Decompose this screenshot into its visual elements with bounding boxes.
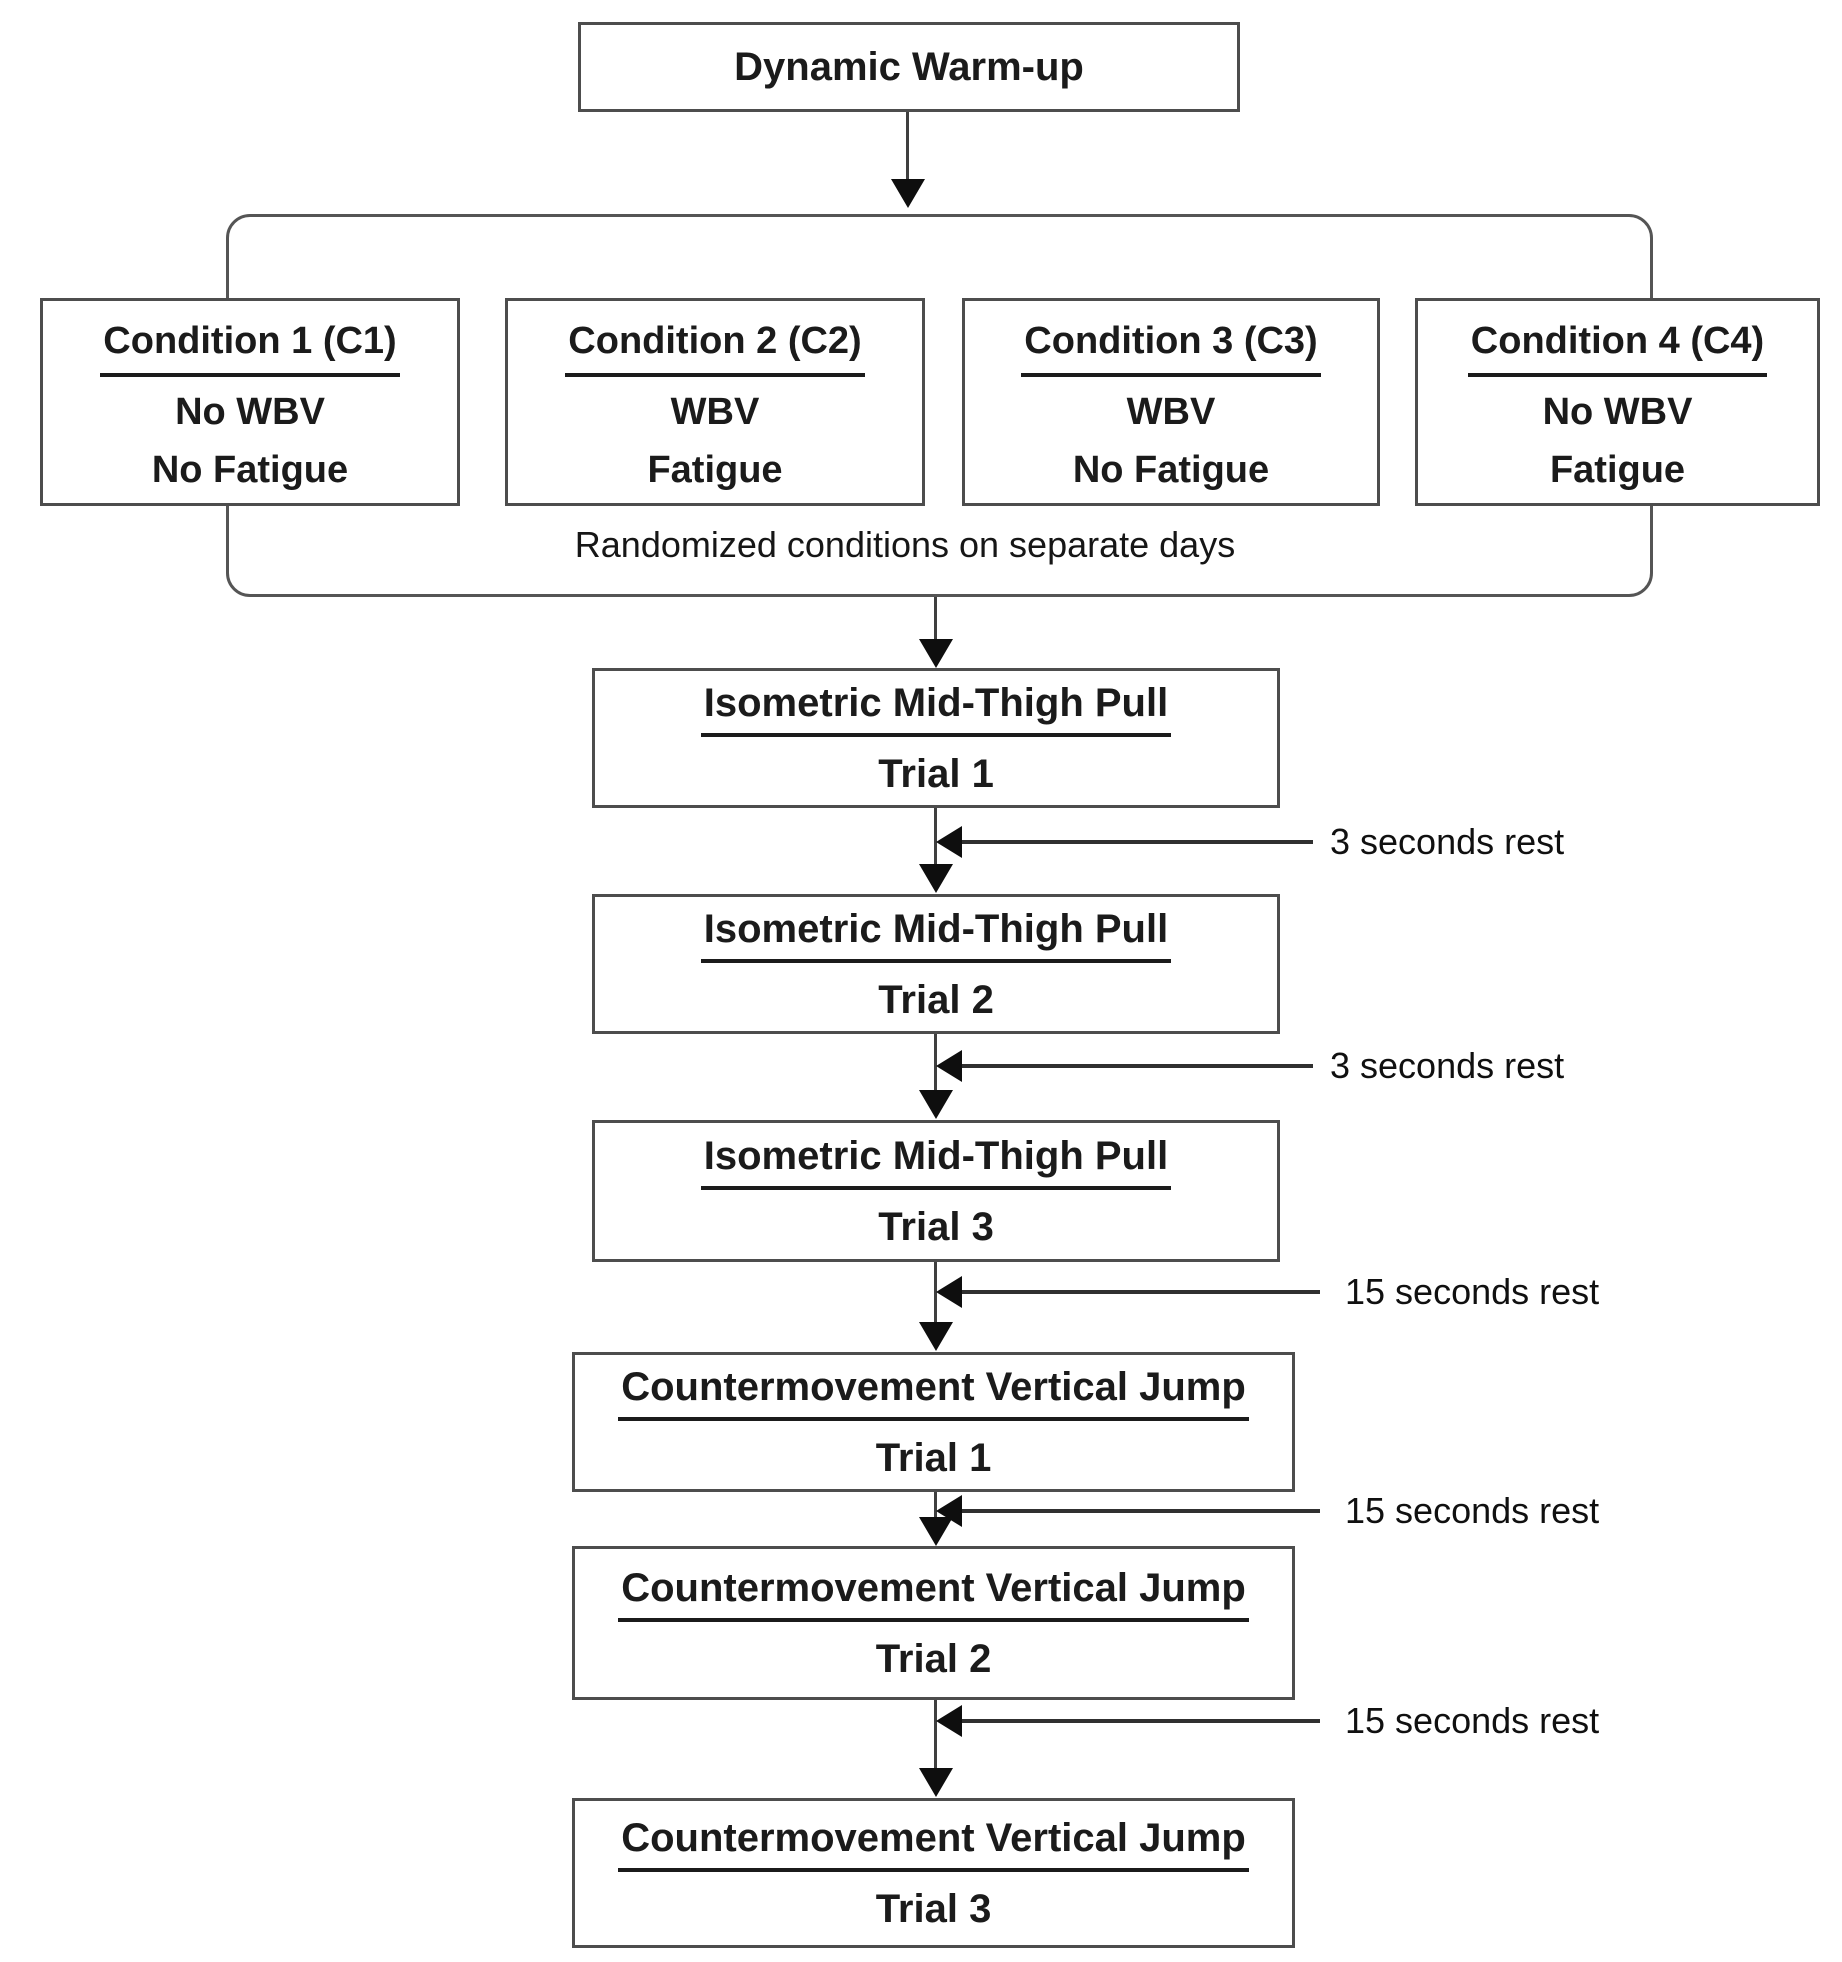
cvj-trial-1-title: Countermovement Vertical Jump: [618, 1360, 1249, 1421]
cvj-trial-3-box: Countermovement Vertical Jump Trial 3: [572, 1798, 1295, 1948]
bracket-connector-line: [934, 597, 937, 639]
cvj-trial-3-subtitle: Trial 3: [875, 1886, 992, 1931]
rest-arrowhead-icon: [936, 1276, 962, 1308]
imtp-trial-3-subtitle: Trial 3: [878, 1204, 994, 1249]
cvj-trial-1-box: Countermovement Vertical Jump Trial 1: [572, 1352, 1295, 1492]
imtp-trial-2-box: Isometric Mid-Thigh Pull Trial 2: [592, 894, 1280, 1034]
cvj-trial-2-title: Countermovement Vertical Jump: [618, 1561, 1249, 1622]
condition-3-line1: WBV: [1126, 390, 1216, 433]
flow-arrowhead-icon: [919, 864, 953, 893]
condition-1-line2: No Fatigue: [151, 448, 349, 491]
imtp-trial-1-box: Isometric Mid-Thigh Pull Trial 1: [592, 668, 1280, 808]
flow-connector-line: [934, 1492, 937, 1517]
flow-connector-line: [934, 1700, 937, 1768]
rest-arrowhead-icon: [936, 826, 962, 858]
condition-3-line2: No Fatigue: [1072, 448, 1270, 491]
rest-label: 15 seconds rest: [1345, 1490, 1600, 1531]
cvj-trial-2-box: Countermovement Vertical Jump Trial 2: [572, 1546, 1295, 1700]
condition-2-box: Condition 2 (C2) WBV Fatigue: [505, 298, 925, 506]
imtp-trial-2-subtitle: Trial 2: [878, 977, 994, 1022]
cvj-trial-3-title: Countermovement Vertical Jump: [618, 1811, 1249, 1872]
condition-2-line1: WBV: [670, 390, 760, 433]
condition-2-line2: Fatigue: [647, 448, 783, 491]
imtp-trial-1-title: Isometric Mid-Thigh Pull: [700, 676, 1172, 737]
condition-4-line2: Fatigue: [1549, 448, 1686, 491]
dynamic-warmup-box: Dynamic Warm-up: [578, 22, 1240, 112]
rest-arrowhead-icon: [936, 1495, 962, 1527]
rest-label: 3 seconds rest: [1330, 821, 1565, 862]
imtp-trial-1-subtitle: Trial 1: [878, 751, 994, 796]
flow-connector-line: [934, 1034, 937, 1090]
condition-3-title: Condition 3 (C3): [1021, 312, 1321, 377]
rest-label: 3 seconds rest: [1330, 1045, 1565, 1086]
dynamic-warmup-label: Dynamic Warm-up: [734, 44, 1084, 89]
condition-4-line1: No WBV: [1542, 390, 1693, 433]
rest-connector-line: [958, 1719, 1320, 1723]
rest-label: 15 seconds rest: [1345, 1700, 1600, 1741]
rest-connector-line: [958, 1290, 1320, 1294]
warmup-arrowhead-icon: [891, 179, 925, 208]
flow-connector-line: [934, 1262, 937, 1322]
rest-label: 15 seconds rest: [1345, 1271, 1600, 1312]
imtp-trial-3-box: Isometric Mid-Thigh Pull Trial 3: [592, 1120, 1280, 1262]
condition-4-title: Condition 4 (C4): [1467, 312, 1768, 377]
flow-arrowhead-icon: [919, 1090, 953, 1119]
rest-connector-line: [958, 1509, 1320, 1513]
rest-connector-line: [958, 1064, 1313, 1068]
bracket-arrowhead-icon: [919, 639, 953, 668]
cvj-trial-2-subtitle: Trial 2: [875, 1636, 992, 1681]
cvj-trial-1-subtitle: Trial 1: [875, 1435, 992, 1480]
randomized-note: Randomized conditions on separate days: [574, 524, 1236, 565]
rest-connector-line: [958, 840, 1313, 844]
flow-connector-line: [934, 808, 937, 864]
condition-4-box: Condition 4 (C4) No WBV Fatigue: [1415, 298, 1820, 506]
condition-1-title: Condition 1 (C1): [100, 312, 400, 377]
condition-1-box: Condition 1 (C1) No WBV No Fatigue: [40, 298, 460, 506]
flow-arrowhead-icon: [919, 1768, 953, 1797]
condition-2-title: Condition 2 (C2): [565, 312, 865, 377]
flow-arrowhead-icon: [919, 1322, 953, 1351]
imtp-trial-3-title: Isometric Mid-Thigh Pull: [700, 1129, 1172, 1190]
warmup-connector-line: [906, 112, 909, 180]
imtp-trial-2-title: Isometric Mid-Thigh Pull: [700, 902, 1172, 963]
rest-arrowhead-icon: [936, 1705, 962, 1737]
condition-1-line1: No WBV: [175, 390, 325, 433]
rest-arrowhead-icon: [936, 1050, 962, 1082]
condition-3-box: Condition 3 (C3) WBV No Fatigue: [962, 298, 1380, 506]
